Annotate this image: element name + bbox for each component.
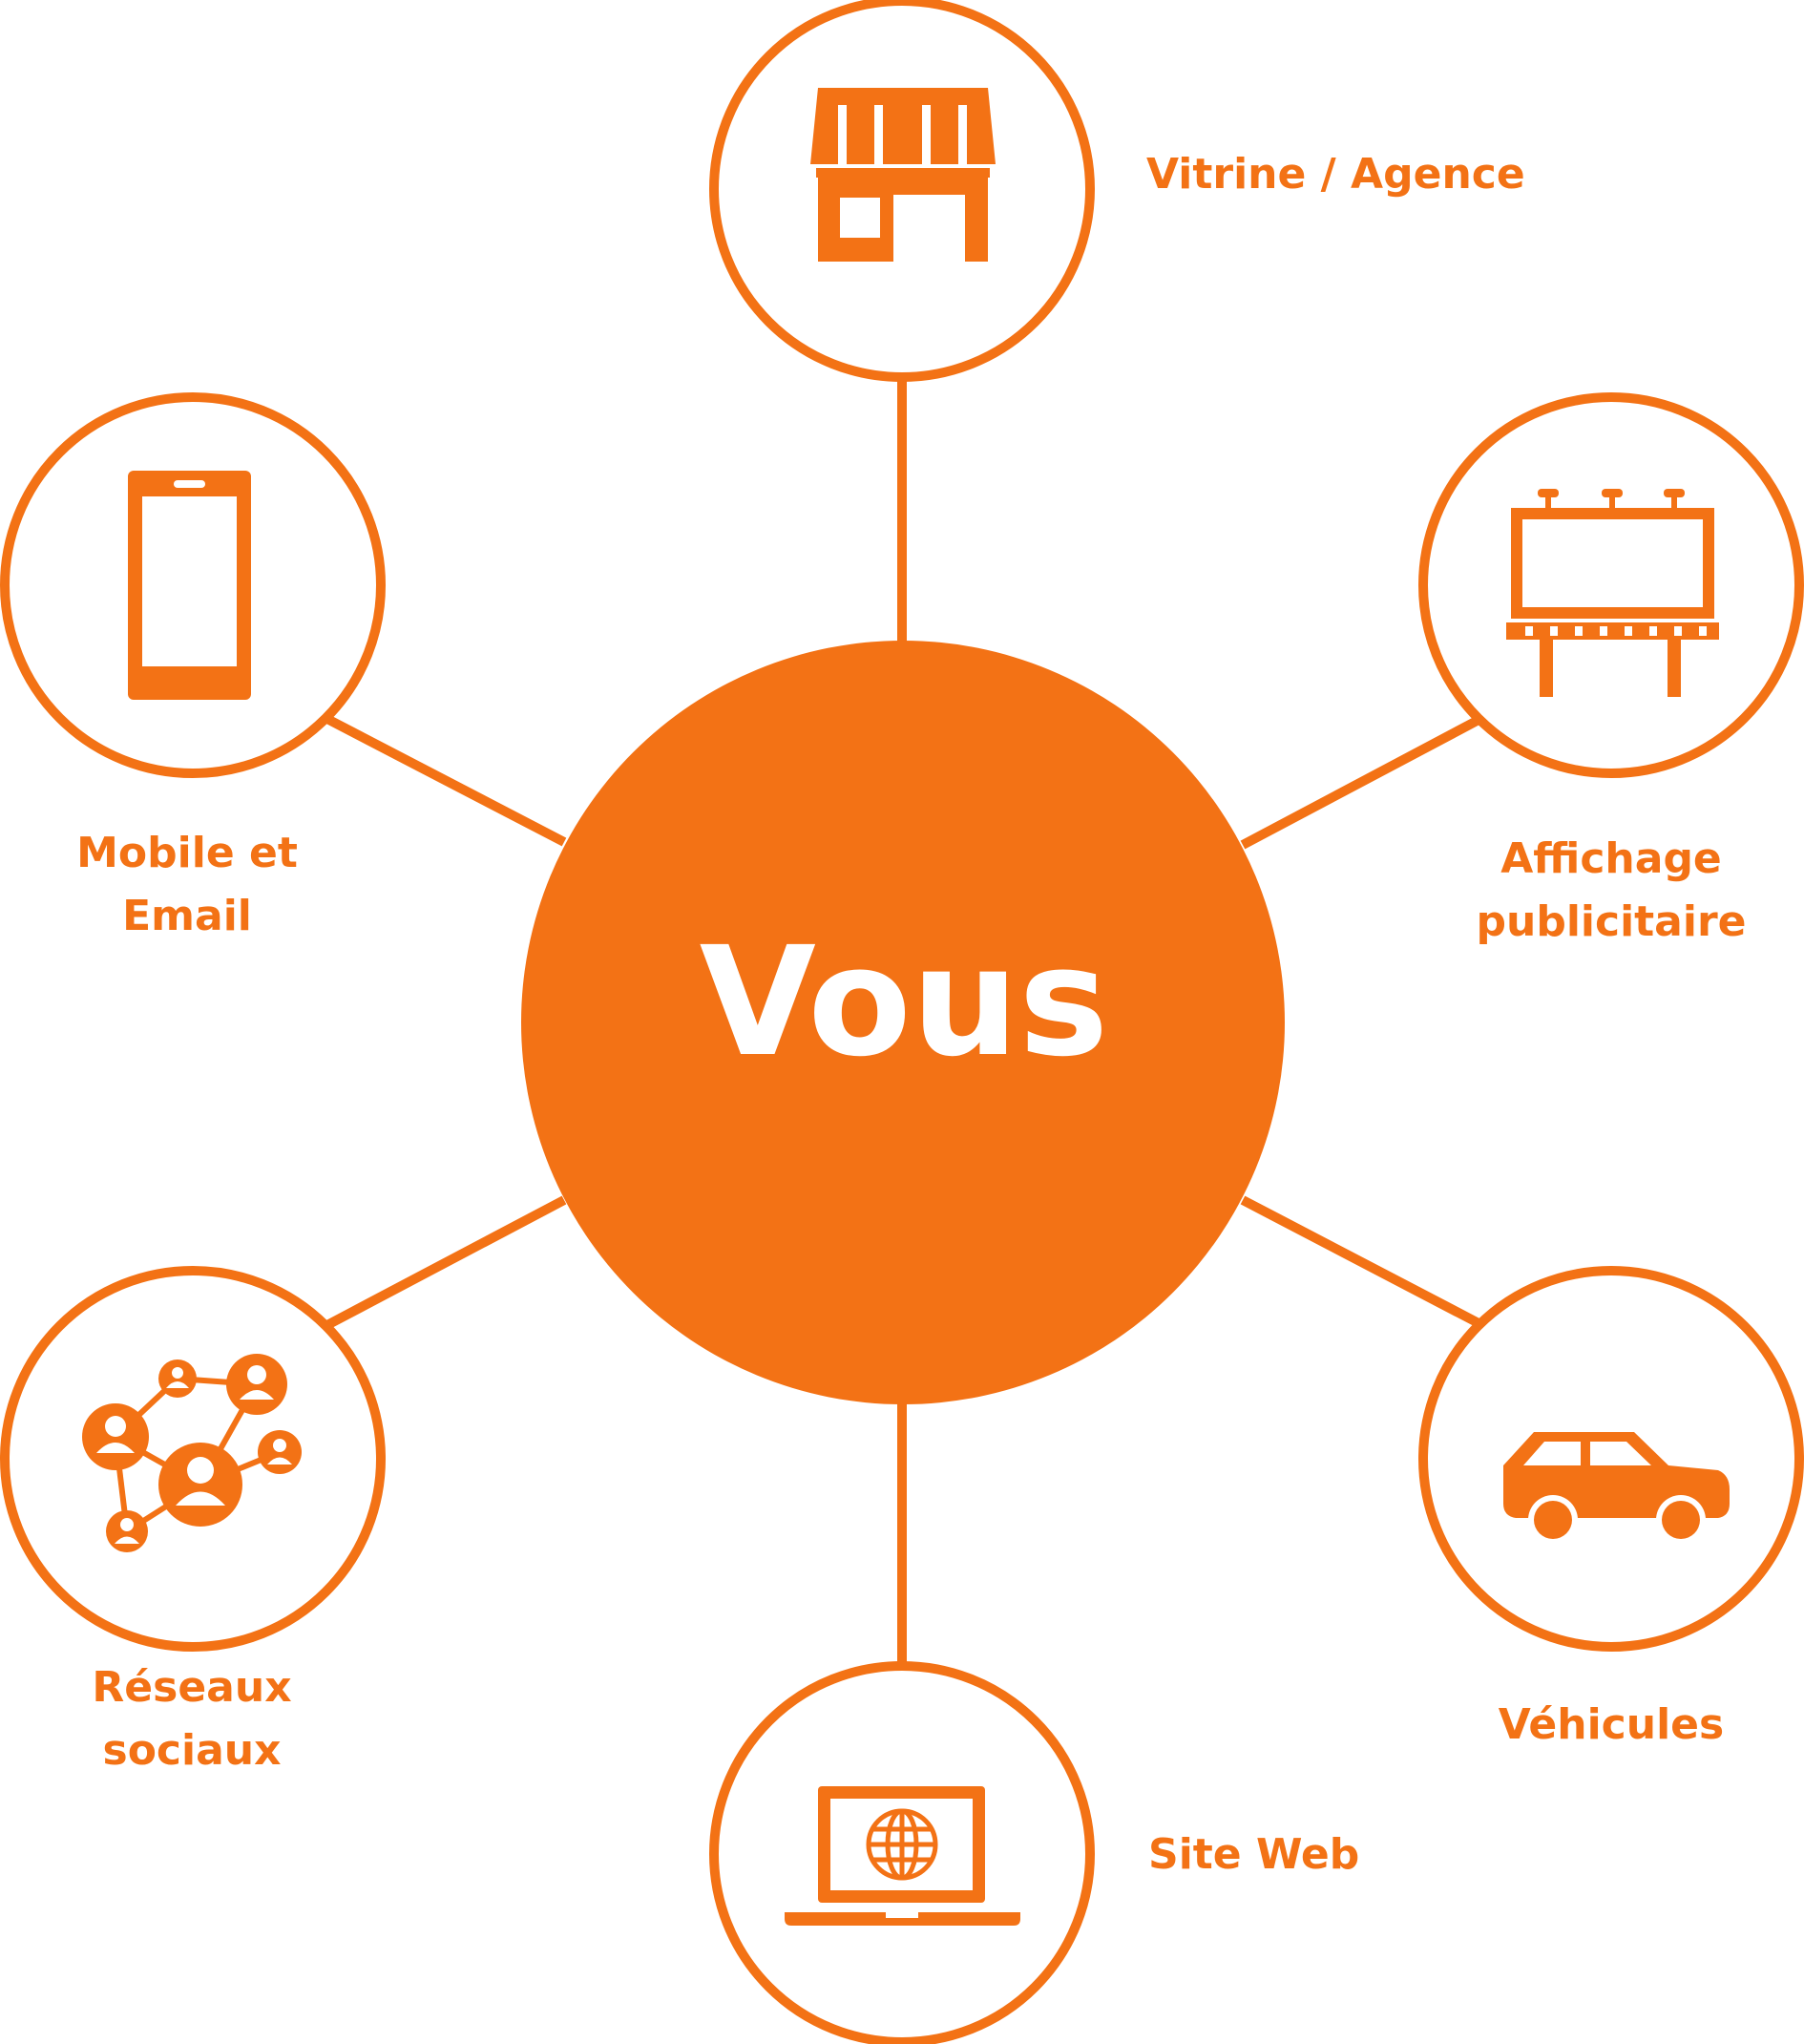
channel-label-affichage-line1: Affichage [1500, 834, 1722, 883]
connector-top-left [321, 712, 567, 847]
channel-circle-reseaux [0, 1266, 386, 1652]
social-network-icon [82, 1354, 302, 1552]
smartphone-icon [128, 471, 251, 700]
billboard-icon [1506, 489, 1719, 697]
car-icon [1503, 1432, 1730, 1545]
channel-label-affichage: Affichage publicitaire [1405, 828, 1804, 954]
channel-label-vehicules: Véhicules [1498, 1700, 1725, 1749]
channel-circle-vehicules [1418, 1266, 1804, 1652]
connector-bottom-left [321, 1195, 567, 1332]
channel-circle-mobile [0, 392, 386, 778]
channel-label-site-web: Site Web [1148, 1830, 1360, 1879]
channel-circle-site-web [709, 1661, 1095, 2044]
channel-circle-affichage [1418, 392, 1804, 778]
channel-label-mobile: Mobile et Email [0, 822, 374, 948]
channel-label-mobile-line2: Email [122, 892, 252, 940]
center-label: Vous [699, 915, 1109, 1090]
channel-label-reseaux-line2: sociaux [102, 1726, 282, 1775]
channel-circle-vitrine [709, 0, 1095, 382]
connector-bottom-right [1240, 1195, 1483, 1329]
channel-label-mobile-line1: Mobile et [76, 829, 298, 877]
channel-label-reseaux: Réseaux sociaux [0, 1656, 384, 1782]
channel-label-affichage-line2: publicitaire [1476, 897, 1747, 946]
channel-label-vitrine: Vitrine / Agence [1146, 150, 1525, 199]
storefront-icon [810, 88, 996, 263]
connector-top-right [1240, 714, 1483, 850]
channel-label-reseaux-line1: Réseaux [92, 1663, 292, 1712]
center-circle [521, 641, 1285, 1404]
laptop-globe-icon [785, 1786, 1020, 1926]
